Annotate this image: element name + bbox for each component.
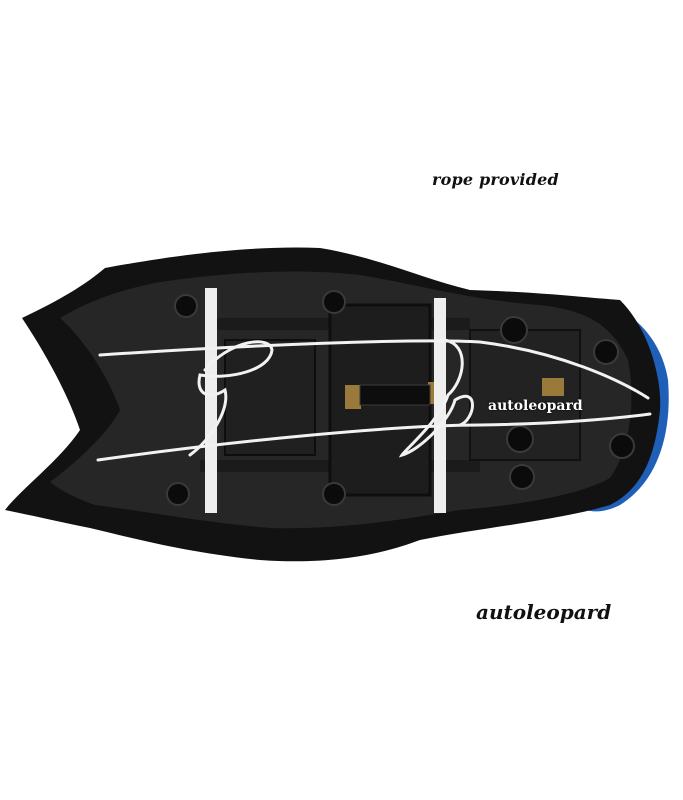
- rubber-bumper: [322, 482, 346, 506]
- rope-loop: [398, 338, 474, 458]
- rope-loop: [188, 340, 274, 457]
- brand-caption: autoleopard: [476, 600, 612, 624]
- strap-buckle: [359, 384, 431, 406]
- rope-line: [98, 339, 650, 400]
- rubber-bumper: [174, 294, 198, 318]
- rope-line: [96, 412, 652, 462]
- rubber-bumper: [593, 339, 619, 365]
- white-strap-left: [205, 288, 217, 513]
- rubber-bumper: [506, 425, 534, 453]
- rubber-bumper: [500, 316, 528, 344]
- bracket-left: [345, 385, 361, 409]
- rubber-bumper: [322, 290, 346, 314]
- rubber-bumper: [166, 482, 190, 506]
- white-strap-right: [434, 298, 446, 513]
- brand-watermark: autoleopard: [488, 398, 583, 414]
- bracket-right: [542, 378, 564, 396]
- rubber-bumper: [609, 433, 635, 459]
- rope-provided-caption: rope provided: [432, 170, 559, 189]
- rubber-bumper: [509, 464, 535, 490]
